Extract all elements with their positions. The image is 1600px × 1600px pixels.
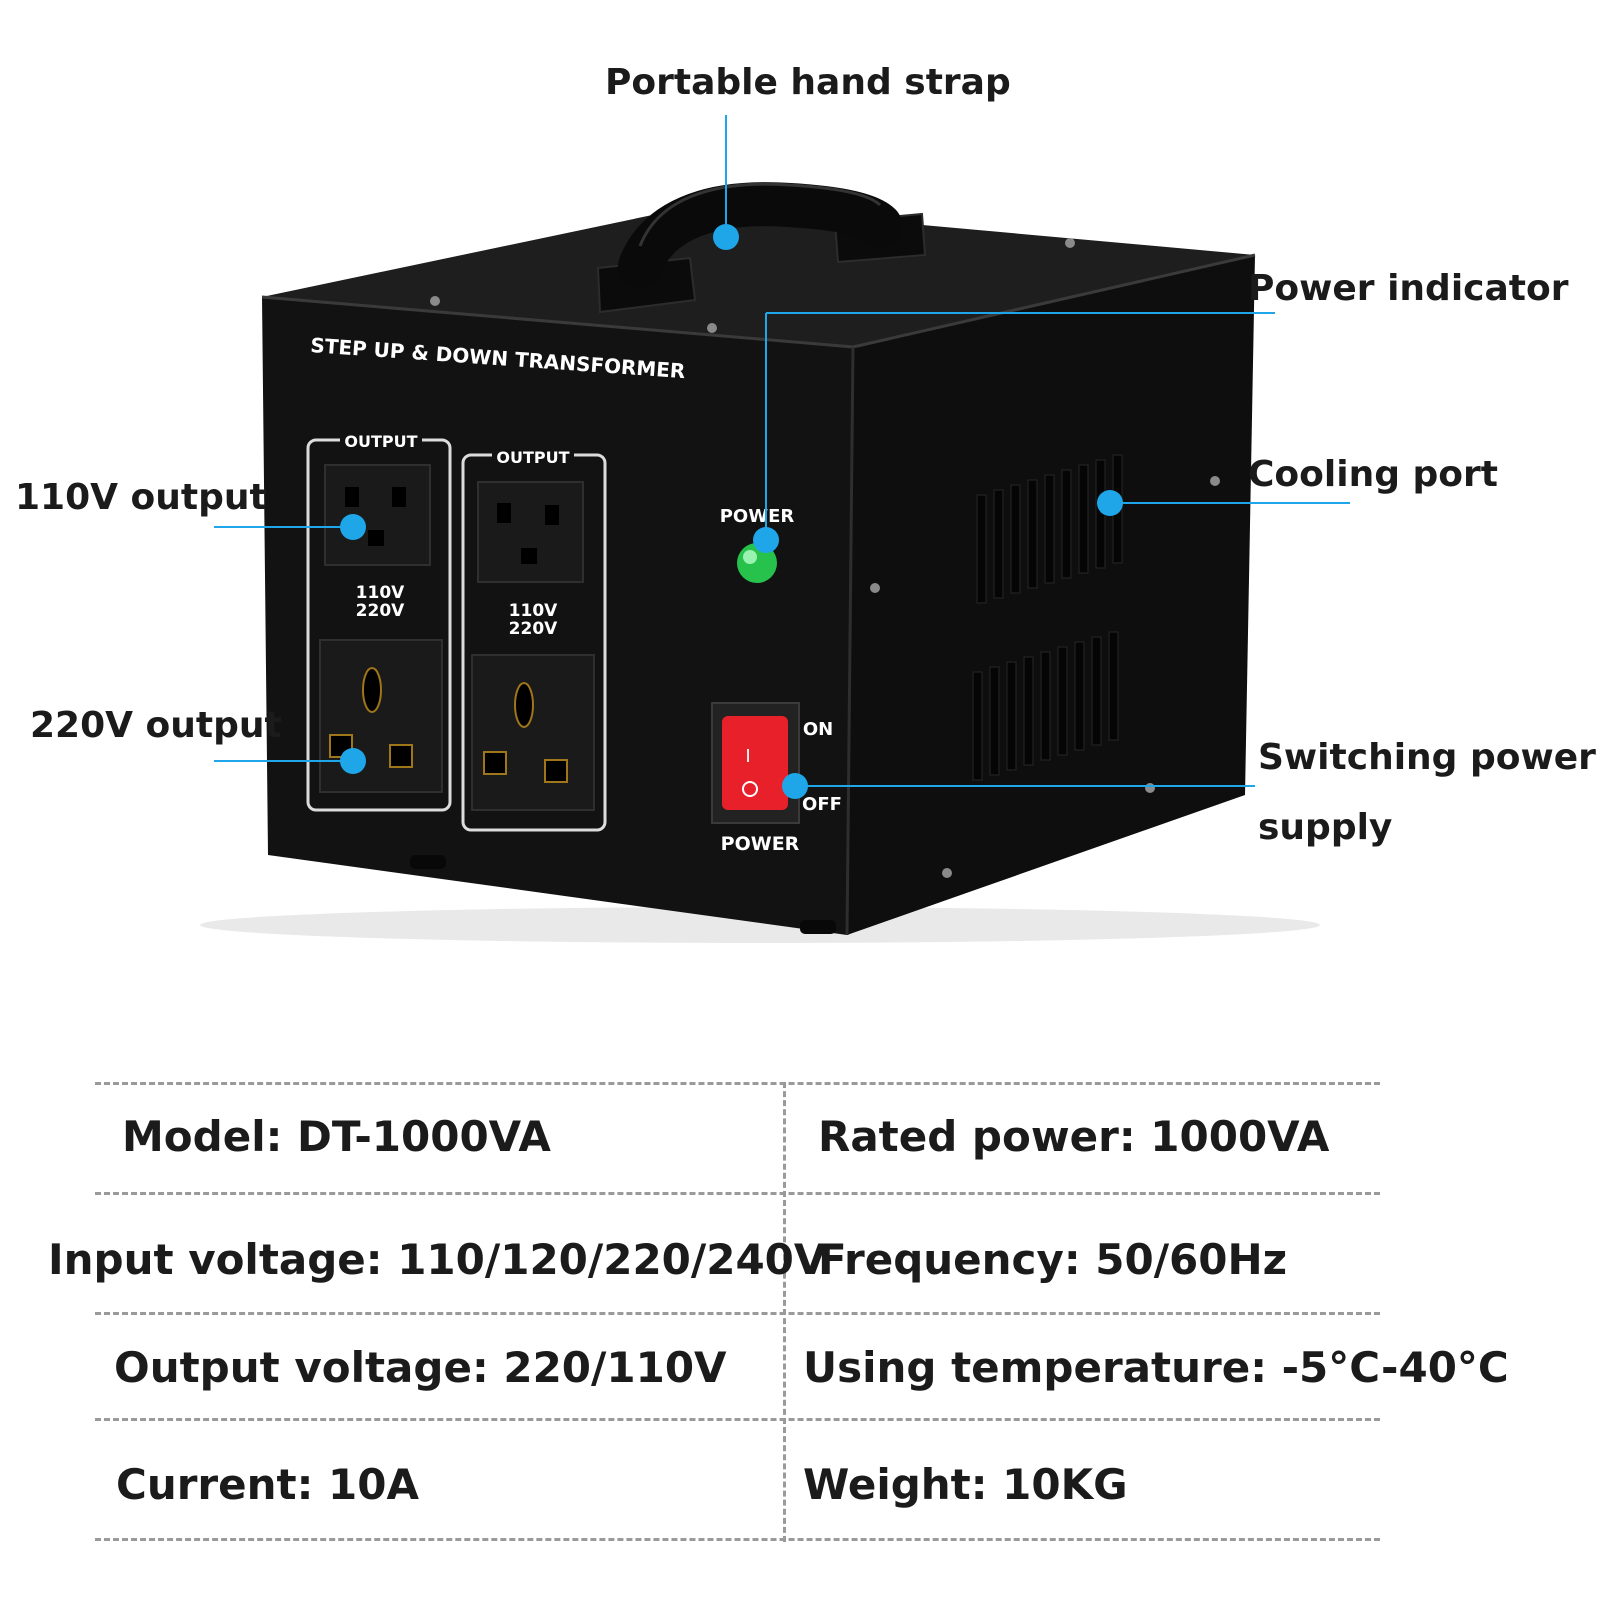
svg-text:I: I [745,746,750,767]
dot-110v [340,514,366,540]
dot-220v [340,748,366,774]
svg-text:110V: 110V [509,601,558,621]
svg-text:POWER: POWER [720,506,795,527]
callout-leaders [214,115,1350,787]
power-switch: I ON OFF POWER [711,702,842,855]
svg-text:POWER: POWER [721,833,800,855]
outlet-group-left: OUTPUT 110V 220V [306,430,452,812]
callout-switch-line2: supply [1258,807,1393,848]
socket-220v [319,639,443,793]
svg-text:220V: 220V [509,619,558,639]
spec-frequency: Frequency: 50/60Hz [818,1235,1288,1284]
spec-temperature: Using temperature: -5°C-40°C [803,1343,1509,1392]
svg-text:OFF: OFF [802,794,842,815]
spec-current: Current: 10A [116,1460,419,1509]
callout-cooling-port: Cooling port [1248,454,1498,495]
device-side-face [847,255,1255,935]
svg-text:220V: 220V [356,601,405,621]
dot-cooling-port [1097,490,1123,516]
callout-hand-strap: Portable hand strap [605,62,1011,103]
dot-switch [782,773,808,799]
svg-text:ON: ON [803,719,833,740]
cooling-vents [972,454,1123,781]
spec-weight: Weight: 10KG [803,1460,1128,1509]
svg-text:OUTPUT: OUTPUT [344,432,417,451]
spec-model: Model: DT-1000VA [122,1112,551,1161]
callout-110v-output: 110V output [15,477,267,518]
socket-110v [324,464,431,566]
spec-input-voltage: Input voltage: 110/120/220/240V [48,1235,827,1284]
callout-220v-output: 220V output [30,705,282,746]
svg-text:110V: 110V [356,583,405,603]
dot-power-indicator [753,527,779,553]
dot-hand-strap [713,224,739,250]
hand-strap [596,182,927,314]
spec-rated-power: Rated power: 1000VA [818,1112,1330,1161]
callout-power-indicator: Power indicator [1248,268,1569,309]
spec-output-voltage: Output voltage: 220/110V [114,1343,727,1392]
transformer-illustration: STEP UP & DOWN TRANSFORMER OUTPUT 110V 2… [200,115,1350,943]
outlet-group-right: OUTPUT 110V 220V [461,446,607,832]
svg-text:OUTPUT: OUTPUT [496,448,569,467]
callout-switch-line1: Switching power [1258,737,1596,778]
